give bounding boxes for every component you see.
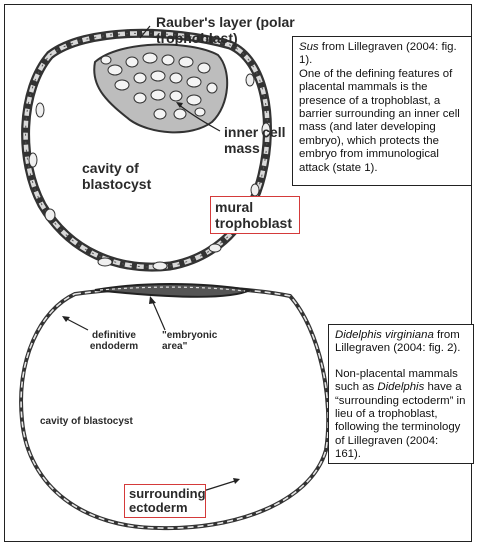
label-rauber-layer: Rauber's layer (polar trophoblast): [156, 14, 295, 46]
didelphis-blastocyst-drawing: [19, 283, 331, 531]
note-sus-body: One of the defining features of placenta…: [299, 67, 460, 174]
note-didelphis-body-start: Non-placental mammals such as: [335, 367, 458, 394]
label-cavity-of-blastocyst-top: cavity of blastocyst: [82, 160, 152, 192]
label-embryonic-area: "embryonic area": [162, 330, 218, 352]
note-didelphis-citation: from Lillegraven (2004: fig. 2).: [335, 329, 461, 355]
label-surrounding-ectoderm: surrounding ectoderm: [124, 484, 206, 518]
note-didelphis-species: Didelphis virginiana: [335, 329, 434, 341]
note-sus-genus: Sus: [299, 41, 319, 53]
label-inner-cell-mass: inner cell mass: [224, 124, 286, 156]
note-sus-citation: from Lillegraven (2004: fig. 1).: [299, 41, 457, 67]
sus-blastocyst-drawing: [21, 25, 272, 272]
note-didelphis-body-end: have a “surrounding ectoderm” in lieu of…: [335, 381, 466, 461]
note-didelphis-body-genus: Didelphis: [377, 381, 425, 394]
note-sus: Sus from Lillegraven (2004: fig. 1). One…: [292, 36, 472, 186]
label-definitive-endoderm: definitive endoderm: [89, 330, 139, 352]
label-cavity-of-blastocyst-bottom: cavity of blastocyst: [40, 416, 133, 427]
figure-frame: [4, 4, 472, 542]
note-didelphis: Didelphis virginiana from Lillegraven (2…: [328, 324, 474, 464]
label-mural-trophoblast: mural trophoblast: [210, 196, 300, 234]
